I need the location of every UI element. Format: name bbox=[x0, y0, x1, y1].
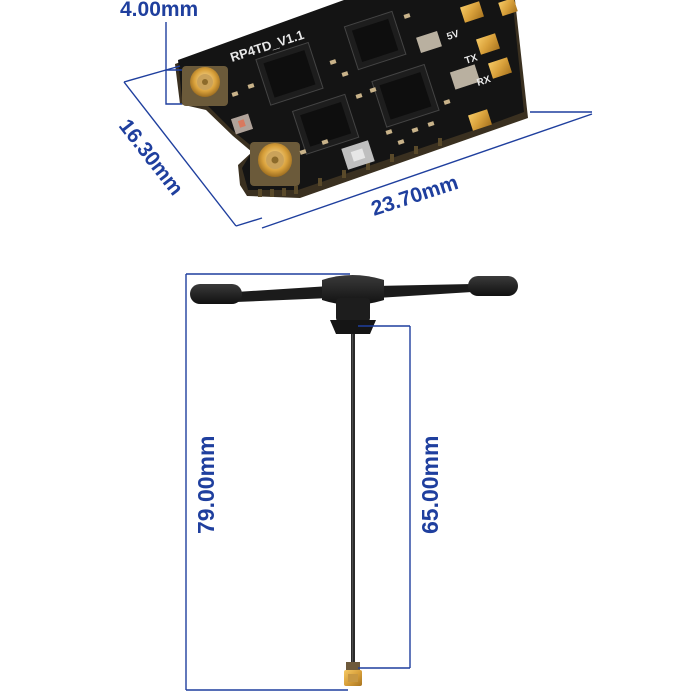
antenna-tip-left bbox=[190, 284, 242, 304]
pad-label-5v: 5V bbox=[446, 29, 461, 43]
passive-components bbox=[231, 13, 451, 155]
antenna-tip-right bbox=[468, 276, 518, 296]
chip-top-right bbox=[343, 10, 407, 71]
board-dimension-lines bbox=[123, 22, 593, 229]
antenna-arm-left bbox=[236, 286, 330, 302]
antenna-hub bbox=[322, 275, 384, 305]
crystal-right bbox=[449, 64, 481, 90]
bind-button bbox=[341, 140, 375, 170]
ipex-connector-bottom bbox=[250, 142, 300, 186]
pad-label-tx: TX bbox=[464, 52, 480, 67]
pad-label-rx: RX bbox=[476, 74, 493, 89]
ipex-connector-top bbox=[182, 66, 228, 106]
chip-right bbox=[371, 63, 440, 128]
chip-middle bbox=[291, 93, 360, 155]
solder-pads bbox=[460, 0, 518, 131]
dimension-thickness-label: 4.00mm bbox=[120, 0, 198, 21]
chip-large bbox=[255, 41, 324, 106]
antenna-arm-right bbox=[378, 284, 472, 298]
dimension-antenna-total-label: 79.00mm bbox=[193, 436, 219, 534]
antenna-ipex-plug bbox=[344, 662, 362, 686]
dimension-width-label: 16.30mm bbox=[114, 115, 187, 200]
antenna-dimension-lines bbox=[185, 273, 411, 691]
dimension-length-label: 23.70mm bbox=[368, 171, 461, 221]
dimension-antenna-cable-label: 65.00mm bbox=[417, 436, 443, 534]
t-antenna bbox=[190, 275, 518, 686]
antenna-cable bbox=[351, 334, 355, 664]
castellated-edge bbox=[258, 138, 442, 197]
receiver-board: RP4TD_V1.1 5V TX RX bbox=[175, 0, 528, 198]
crystal-top bbox=[416, 30, 442, 54]
